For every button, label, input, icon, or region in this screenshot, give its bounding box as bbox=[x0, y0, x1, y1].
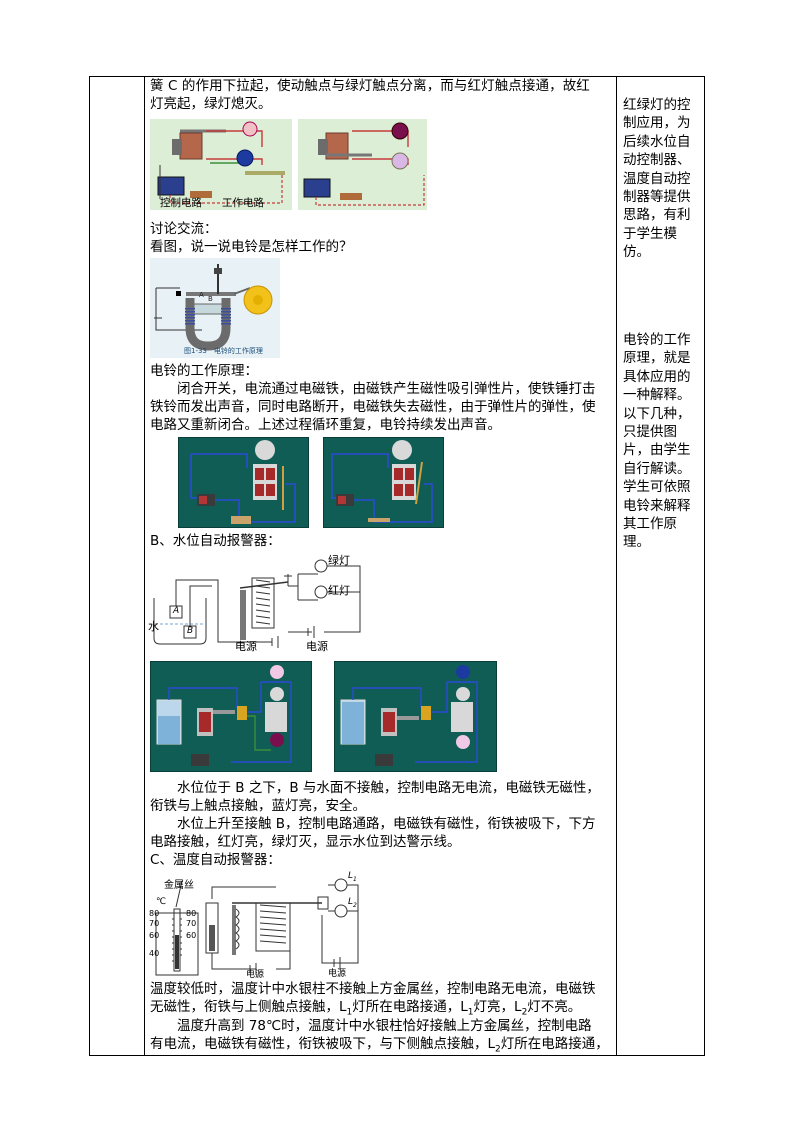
intro-line-2: 灯亮起，绿灯熄灭。 bbox=[150, 96, 272, 112]
label-electrode-b: B bbox=[187, 626, 194, 636]
intro-line-1: 簧 C 的作用下拉起，使动触点与绿灯触点分离，而与红灯触点接通，故红 bbox=[150, 78, 590, 94]
bell-diagram: A B 图1-33 电铃的工作原理 bbox=[150, 258, 280, 358]
label-power-control: 电源 bbox=[246, 970, 265, 980]
water-alarm-frame-2 bbox=[334, 661, 497, 772]
water-explanation-1-line-2: 衔铁与上触点接触，蓝灯亮，安全。 bbox=[150, 798, 366, 814]
bell-animation-frame-1 bbox=[178, 437, 309, 528]
temp-alarm-title: C、温度自动报警器： bbox=[150, 852, 281, 868]
traffic-light-relay-figure: 控制电路 工作电路 bbox=[150, 119, 427, 210]
column-divider-2 bbox=[616, 77, 617, 1055]
label-power-control: 电源 bbox=[235, 640, 257, 652]
tick-label: 80 bbox=[149, 909, 160, 918]
label-lamp-l2: L2 bbox=[348, 897, 357, 909]
temp-explanation-2-line-2: 有电流，电磁铁有磁性，衔铁被吸下，与下侧触点接触，L2灯所在电路接通， bbox=[150, 1036, 609, 1055]
label-work-circuit: 工作电路 bbox=[222, 197, 264, 209]
bell-figure-caption: 图1-33 电铃的工作原理 bbox=[184, 347, 263, 355]
label-power-work: 电源 bbox=[306, 640, 328, 652]
tick-label: 40 bbox=[149, 949, 160, 958]
bell-animation-frame-2 bbox=[323, 437, 444, 528]
label-metal-wire: 金属丝 bbox=[164, 880, 194, 891]
water-alarm-title: B、水位自动报警器： bbox=[150, 533, 281, 549]
temp-scale-left: 80 70 60 40 bbox=[149, 909, 159, 959]
tick-label: 80 bbox=[186, 909, 197, 918]
label-water: 水 bbox=[148, 620, 159, 633]
label-green-light: 绿灯 bbox=[328, 554, 350, 567]
bell-principle-line-2: 铁铃而发出声音，同时电路断开，电磁铁失去磁性，由于弹性片的弹性，使 bbox=[150, 399, 596, 415]
side-note-bell: 电铃的工作原理，就是具体应用的一种解释。以下几种，只提供图片，由学生自行解读。学… bbox=[623, 332, 691, 551]
water-alarm-diagram: 绿灯 红灯 水 电源 电源 A B bbox=[148, 552, 366, 652]
water-explanation-1-line-1: 水位位于 B 之下，B 与水面不接触，控制电路无电流，电磁铁无磁性， bbox=[177, 780, 600, 796]
label-power-work: 电源 bbox=[328, 969, 347, 979]
lesson-table bbox=[89, 76, 705, 1056]
tick-label: 70 bbox=[149, 919, 160, 928]
label-celsius-unit: ℃ bbox=[156, 897, 167, 907]
tick-label: 60 bbox=[149, 931, 160, 940]
side-note-traffic-light: 红绿灯的控制应用，为后续水位自动控制器、温度自动控制器等提供思路，有利于学生模仿… bbox=[623, 97, 691, 261]
temp-scale-right: 80 70 60 bbox=[186, 909, 196, 941]
tick-label: 60 bbox=[186, 931, 197, 940]
temp-explanation-2-line-1: 温度升高到 78℃时，温度计中水银柱恰好接触上方金属丝，控制电路 bbox=[177, 1018, 592, 1034]
column-divider-1 bbox=[144, 77, 145, 1055]
bell-principle-line-3: 电路又重新闭合。上述过程循环重复，电铃持续发出声音。 bbox=[150, 417, 501, 433]
temp-explanation-1-line-1: 温度较低时，温度计中水银柱不接触上方金属丝，控制电路无电流，电磁铁 bbox=[150, 981, 596, 997]
label-control-circuit: 控制电路 bbox=[160, 197, 202, 209]
discussion-title: 讨论交流： bbox=[150, 221, 218, 237]
temp-explanation-1-line-2: 无磁性，衔铁与上侧触点接触，L1灯所在电路接通，L1灯亮，L2灯不亮。 bbox=[150, 999, 582, 1018]
bell-principle-title: 电铃的工作原理： bbox=[150, 363, 258, 379]
label-lamp-l1: L1 bbox=[348, 871, 357, 883]
svg-text:A: A bbox=[199, 291, 204, 299]
bell-principle-line-1: 闭合开关，电流通过电磁铁，由磁铁产生磁性吸引弹性片，使铁锤打击 bbox=[177, 381, 596, 397]
water-explanation-2-line-1: 水位上升至接触 B，控制电路通路，电磁铁有磁性，衔铁被吸下，下方 bbox=[177, 816, 596, 832]
label-electrode-a: A bbox=[173, 606, 180, 616]
water-explanation-2-line-2: 电路接触，红灯亮，绿灯灭，显示水位到达警示线。 bbox=[150, 834, 461, 850]
discussion-question: 看图，说一说电铃是怎样工作的？ bbox=[150, 239, 353, 255]
label-red-light: 红灯 bbox=[328, 584, 350, 597]
temp-alarm-diagram: 金属丝 ℃ 80 70 60 40 80 70 60 L1 L2 电源 电源 bbox=[146, 869, 364, 980]
tick-label: 70 bbox=[186, 919, 197, 928]
svg-text:B: B bbox=[208, 295, 213, 303]
water-alarm-frame-1 bbox=[150, 661, 312, 772]
